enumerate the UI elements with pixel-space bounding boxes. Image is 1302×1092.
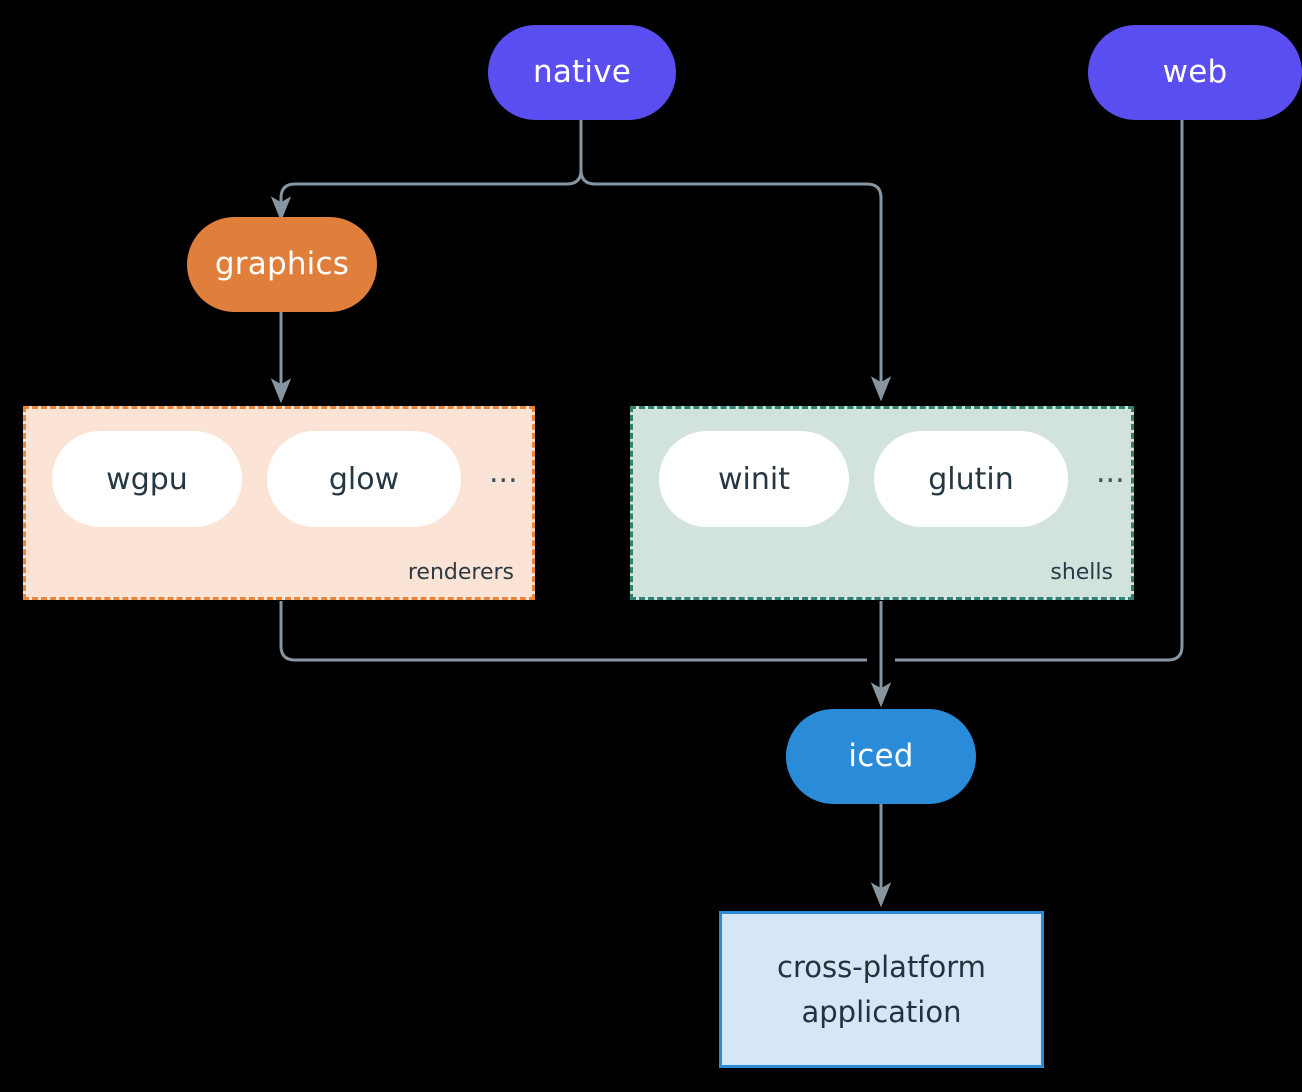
group-shells-label: shells — [1050, 560, 1113, 585]
node-graphics-label: graphics — [214, 246, 350, 283]
node-application-text: cross-platform application — [777, 945, 986, 1035]
edge-native-to-graphics — [270, 169, 583, 222]
node-application-line2: application — [801, 994, 962, 1029]
node-iced[interactable]: iced — [786, 709, 976, 804]
group-shells[interactable]: winit glutin ... shells — [630, 406, 1134, 600]
node-web[interactable]: web — [1088, 25, 1302, 120]
renderers-overflow-ellipsis: ... — [489, 455, 518, 490]
chip-wgpu[interactable]: wgpu — [52, 431, 242, 527]
chip-glow-label: glow — [328, 461, 400, 497]
group-renderers[interactable]: wgpu glow ... renderers — [23, 406, 535, 600]
edge-renderers-to-iced — [279, 601, 867, 662]
chip-glutin-label: glutin — [928, 461, 1014, 497]
chip-wgpu-label: wgpu — [106, 461, 188, 497]
node-graphics[interactable]: graphics — [187, 217, 377, 312]
shells-chip-row: winit glutin ... — [659, 431, 1125, 527]
edge-native-to-shells — [579, 169, 892, 402]
node-iced-label: iced — [848, 738, 914, 775]
chip-winit-label: winit — [718, 461, 790, 497]
node-native[interactable]: native — [488, 25, 676, 120]
node-native-label: native — [532, 54, 632, 91]
node-application-line1: cross-platform — [777, 949, 986, 984]
node-cross-platform-application[interactable]: cross-platform application — [719, 911, 1044, 1068]
shells-overflow-ellipsis: ... — [1096, 455, 1125, 490]
group-renderers-label: renderers — [407, 560, 514, 585]
chip-glutin[interactable]: glutin — [874, 431, 1068, 527]
chip-winit[interactable]: winit — [659, 431, 849, 527]
renderers-chip-row: wgpu glow ... — [52, 431, 518, 527]
node-web-label: web — [1162, 54, 1228, 91]
chip-glow[interactable]: glow — [267, 431, 461, 527]
